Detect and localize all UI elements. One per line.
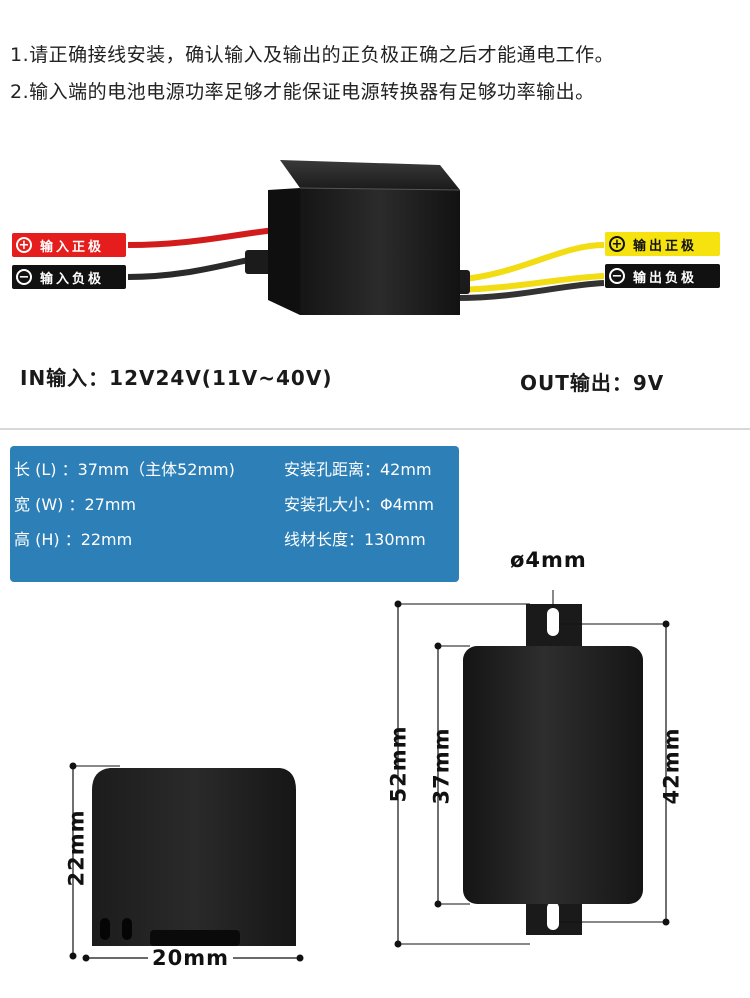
converter-product-image xyxy=(127,160,605,315)
output-negative-label: − 输出负极 xyxy=(605,264,720,288)
note-line-2: 2.输入端的电池电源功率足够才能保证电源转换器有足够功率输出。 xyxy=(10,81,595,103)
side-height-label: 22mm xyxy=(64,809,89,887)
side-view xyxy=(69,762,304,962)
total-length-label: 52mm xyxy=(386,725,411,803)
spec-height: 高 (H) ：22mm xyxy=(14,530,133,549)
minus-icon: − xyxy=(609,268,625,284)
wiring-section: 1.请正确接线安装，确认输入及输出的正负极正确之后才能通电工作。 2.输入端的电… xyxy=(0,0,750,428)
output-voltage: OUT输出：9V xyxy=(520,371,665,395)
plus-icon: + xyxy=(609,236,625,252)
spec-table: 长 (L) ：37mm（主体52mm) 安装孔距离：42mm 宽 (W) ：27… xyxy=(10,446,459,582)
spec-wire-length: 线材长度：130mm xyxy=(284,530,426,549)
input-positive-wire xyxy=(127,227,276,248)
minus-icon: − xyxy=(16,269,32,285)
spec-hole-size: 安装孔大小：Φ4mm xyxy=(284,495,434,514)
note-line-1: 1.请正确接线安装，确认输入及输出的正负极正确之后才能通电工作。 xyxy=(10,44,615,66)
spec-width: 宽 (W) ：27mm xyxy=(14,495,137,514)
input-positive-label: + 输入正极 xyxy=(12,233,126,257)
input-voltage: IN输入：12V24V(11V~40V) xyxy=(20,366,333,390)
output-positive-wire xyxy=(454,242,605,283)
top-view xyxy=(394,590,670,948)
spec-mount-distance: 安装孔距离：42mm xyxy=(284,460,432,479)
hole-diameter-label: ø4mm xyxy=(510,548,587,572)
body-length-label: 37mm xyxy=(429,727,454,805)
hole-distance-label: 42mm xyxy=(659,727,684,805)
section-divider xyxy=(0,428,750,430)
side-width-label: 20mm xyxy=(148,946,233,970)
output-negative-wire xyxy=(454,280,605,301)
spec-length: 长 (L) ：37mm（主体52mm) xyxy=(14,460,235,479)
output-positive-label: + 输出正极 xyxy=(605,232,720,256)
plus-icon: + xyxy=(16,237,32,253)
dimension-drawing xyxy=(69,590,670,962)
input-negative-label: − 输入负极 xyxy=(12,265,126,289)
